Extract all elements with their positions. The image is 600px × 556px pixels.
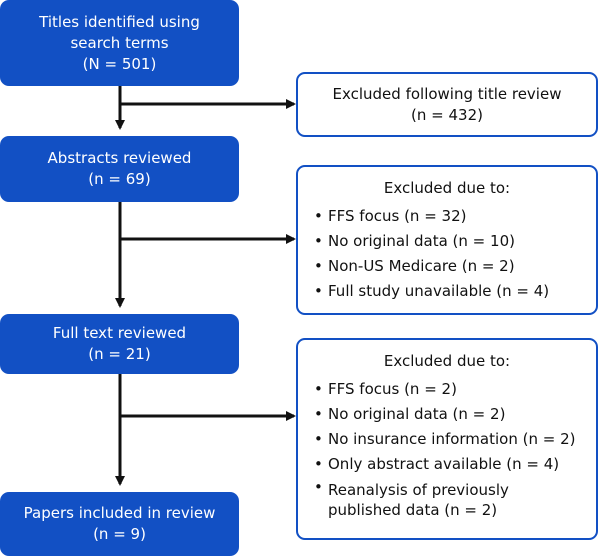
reason-item: Full study unavailable (n = 4) (314, 279, 596, 304)
excluded-abstract-reasons: FFS focus (n = 32) No original data (n =… (298, 204, 596, 304)
abstracts-line-1: Abstracts reviewed (47, 149, 192, 167)
included-line-2: (n = 9) (93, 525, 146, 543)
reason-line-2: published data (n = 2) (328, 501, 498, 519)
reason-item: No original data (n = 2) (314, 402, 596, 427)
reason-item: Non-US Medicare (n = 2) (314, 254, 596, 279)
excluded-title-line-1: Excluded following title review (332, 84, 562, 103)
reason-item: No insurance information (n = 2) (314, 427, 596, 452)
excluded-title-review-box: Excluded following title review (n = 432… (296, 72, 598, 137)
abstracts-line-2: (n = 69) (88, 170, 151, 188)
reason-item: FFS focus (n = 2) (314, 377, 596, 402)
papers-included-box: Papers included in review (n = 9) (0, 492, 239, 556)
titles-identified-box: Titles identified using search terms (N … (0, 0, 239, 86)
reason-item: Only abstract available (n = 4) (314, 452, 596, 477)
titles-line-2: search terms (70, 33, 169, 52)
reason-item-multiline: Reanalysis of previously published data … (314, 477, 596, 520)
abstracts-reviewed-box: Abstracts reviewed (n = 69) (0, 136, 239, 202)
excluded-fulltext-reasons: FFS focus (n = 2) No original data (n = … (298, 377, 596, 520)
reason-item: FFS focus (n = 32) (314, 204, 596, 229)
fulltext-line-2: (n = 21) (88, 345, 151, 363)
full-text-reviewed-box: Full text reviewed (n = 21) (0, 314, 239, 374)
excluded-title-line-2: (n = 432) (411, 105, 483, 124)
titles-line-1: Titles identified using (39, 12, 200, 31)
reason-item: No original data (n = 10) (314, 229, 596, 254)
reason-line-1: Reanalysis of previously (328, 481, 509, 499)
excluded-abstract-heading: Excluded due to: (383, 179, 511, 197)
titles-line-3: (N = 501) (82, 54, 157, 73)
included-line-1: Papers included in review (23, 504, 216, 522)
excluded-fulltext-stage-box: Excluded due to: FFS focus (n = 2) No or… (296, 338, 598, 540)
excluded-abstract-stage-box: Excluded due to: FFS focus (n = 32) No o… (296, 165, 598, 315)
fulltext-line-1: Full text reviewed (52, 324, 187, 342)
excluded-fulltext-heading: Excluded due to: (383, 352, 511, 370)
